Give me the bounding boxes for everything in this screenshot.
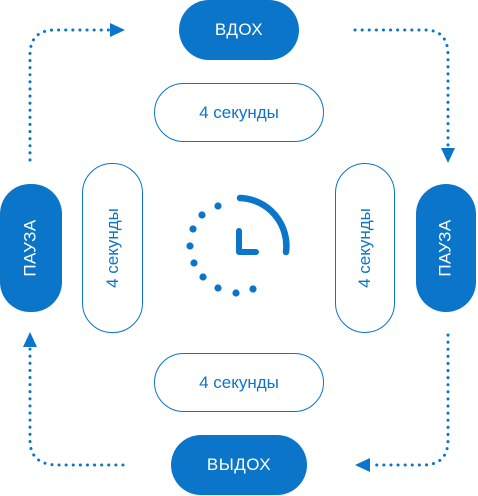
duration-bottom-label: 4 секунды <box>199 372 279 392</box>
duration-bottom: 4 секунды <box>154 353 324 412</box>
step-exhale: ВЫДОХ <box>171 435 307 495</box>
duration-right-label: 4 секунды <box>355 208 375 288</box>
duration-right: 4 секунды <box>335 163 395 333</box>
step-pause-left-label: ПАУЗА <box>21 219 40 277</box>
step-inhale: ВДОХ <box>179 0 299 60</box>
step-pause-left: ПАУЗА <box>0 184 62 312</box>
step-inhale-label: ВДОХ <box>214 20 264 39</box>
duration-left: 4 секунды <box>82 163 143 333</box>
step-exhale-label: ВЫДОХ <box>206 455 272 474</box>
duration-top: 4 секунды <box>154 83 324 142</box>
step-pause-right: ПАУЗА <box>416 184 476 312</box>
arrowhead-left-icon <box>23 332 37 347</box>
arrow-bottom-to-left-icon <box>28 343 125 467</box>
step-pause-right-label: ПАУЗА <box>436 219 455 277</box>
arrowhead-right-icon <box>441 148 455 163</box>
arrowhead-bottom-icon <box>355 458 370 472</box>
duration-left-label: 4 секунды <box>102 208 122 288</box>
arrowhead-top-icon <box>110 23 125 37</box>
arrow-top-to-right-icon <box>353 28 450 152</box>
duration-top-label: 4 секунды <box>199 102 279 122</box>
